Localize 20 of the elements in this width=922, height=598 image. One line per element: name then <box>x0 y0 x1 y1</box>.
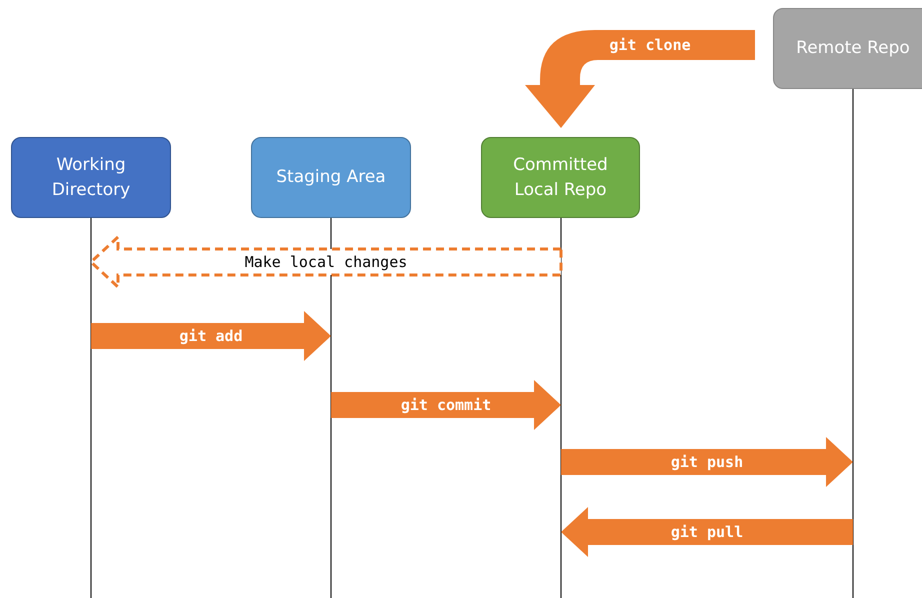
lifeline <box>560 218 562 598</box>
block-arrow <box>88 234 562 290</box>
block-arrow <box>91 311 331 361</box>
block-arrow <box>525 30 755 128</box>
process-box: Staging Area <box>251 137 411 218</box>
edge-label: git commit <box>400 396 492 414</box>
process-box: Working Directory <box>11 137 171 218</box>
edge-label: git add <box>179 327 243 345</box>
edge-label: git pull <box>670 523 744 541</box>
block-arrow <box>561 507 853 557</box>
edge-label: Make local changes <box>244 253 408 271</box>
lifeline <box>330 218 332 598</box>
edge-label: git clone <box>609 36 691 54</box>
block-arrow <box>331 380 561 430</box>
process-box: Remote Repo <box>773 8 922 89</box>
lifeline <box>852 88 854 598</box>
edge-label: git push <box>670 453 744 471</box>
lifeline <box>90 218 92 598</box>
block-arrow <box>561 437 853 487</box>
process-box: Committed Local Repo <box>481 137 640 218</box>
